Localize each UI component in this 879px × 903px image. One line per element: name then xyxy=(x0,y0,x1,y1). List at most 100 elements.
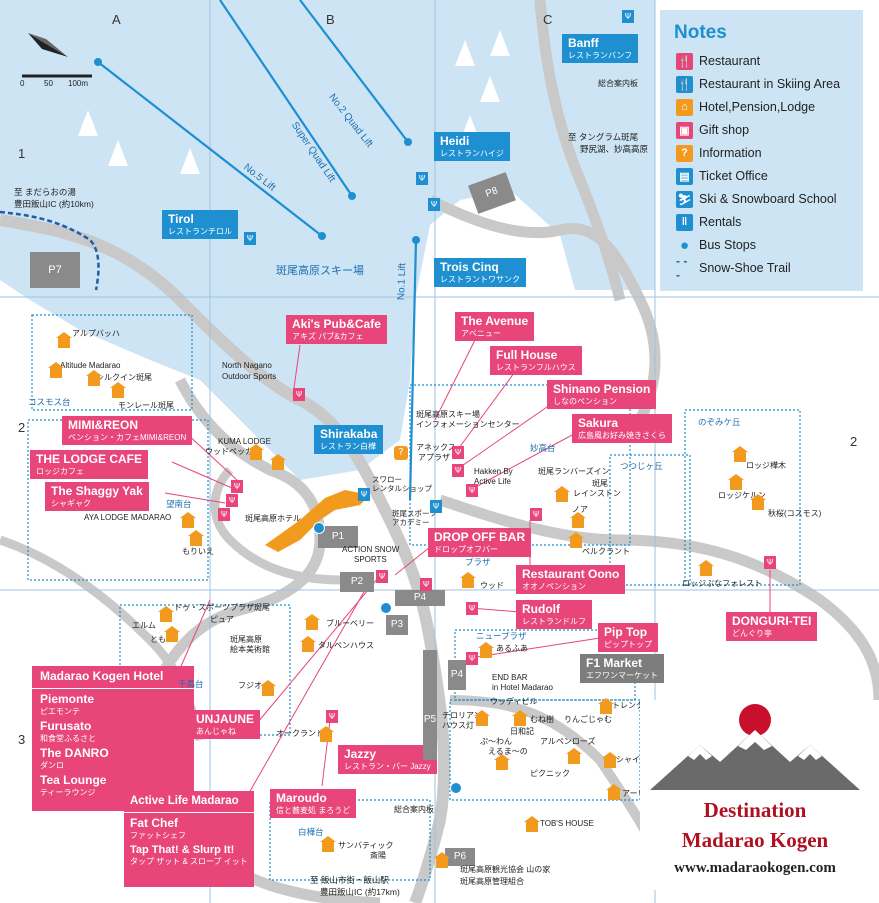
lodge-icon xyxy=(318,726,334,742)
road-south-east xyxy=(449,695,655,843)
restaurant-icon[interactable]: Ψ xyxy=(376,570,388,583)
trois-cinq-jp: レストラントワサンク xyxy=(440,274,520,284)
restaurant-icon[interactable]: Ψ xyxy=(420,578,432,591)
restaurant-icon[interactable]: Ψ xyxy=(226,494,238,507)
legend-bus: ●Bus Stops xyxy=(676,236,756,254)
legend-gift: ▣Gift shop xyxy=(676,121,749,139)
lodge-icon xyxy=(188,530,204,546)
mountain-logo-icon xyxy=(650,704,860,790)
ticket-icon: ▤ xyxy=(676,167,693,185)
cosmos-label: コスモス台 xyxy=(28,397,71,407)
alpbach-label: アルプバッハ xyxy=(72,329,120,338)
tsutsuji-label: つつじヶ丘 xyxy=(620,461,663,471)
parking-p6: P6 xyxy=(445,848,475,866)
lodge-icon xyxy=(110,382,126,398)
restaurant-label: レインストン xyxy=(573,489,621,498)
legend-label: Ticket Office xyxy=(699,169,768,183)
oono-name: Restaurant Oono xyxy=(522,567,620,581)
restaurant-icon[interactable]: Ψ xyxy=(466,484,478,497)
ski-restaurant-icon[interactable]: Ψ xyxy=(244,232,256,245)
grid-col-b: B xyxy=(326,12,335,27)
plaza-label: プラザ xyxy=(465,557,491,567)
restaurant-icon[interactable]: Ψ xyxy=(326,710,338,723)
restaurant-icon[interactable]: Ψ xyxy=(530,508,542,521)
restaurant-icon[interactable]: Ψ xyxy=(466,652,478,665)
lodge-icon xyxy=(270,454,286,470)
legend-trail: - - -Snow-Shoe Trail xyxy=(676,254,791,282)
brand-line-2: Madarao Kogen xyxy=(681,828,829,852)
legend-restaurant: 🍴 Restaurant xyxy=(676,52,760,70)
parking-p2: P2 xyxy=(340,572,374,592)
myoko-dai-label: 妙高台 xyxy=(530,443,556,453)
lodge-icon xyxy=(698,560,714,576)
compass-icon xyxy=(28,33,68,57)
ski-restaurant-icon[interactable]: Ψ xyxy=(416,172,428,185)
tirol-name: Tirol xyxy=(168,212,194,226)
shai-label: シャイ xyxy=(616,755,640,764)
legend-school: ⛷Ski & Snowboard School xyxy=(676,190,837,208)
ski-restaurant-icon[interactable]: Ψ xyxy=(430,500,442,513)
madarao-lodge-label: 斑尾 xyxy=(592,479,608,488)
ski-restaurant-icon[interactable]: Ψ xyxy=(358,488,370,501)
parking-p4: P4 xyxy=(395,590,445,606)
active-life-title: Active Life Madarao xyxy=(124,791,254,814)
ski-academy-label-2: アカデミー xyxy=(392,518,430,527)
restaurant-icon[interactable]: Ψ xyxy=(466,602,478,615)
restaurant-icon[interactable]: Ψ xyxy=(452,464,464,477)
hakken-label: Hakken By xyxy=(474,467,513,476)
trois-cinq-name: Trois Cinq xyxy=(440,260,499,274)
restaurant-icon[interactable]: Ψ xyxy=(452,446,464,459)
donguri-jp: どんぐり亭 xyxy=(732,628,772,638)
legend-lodge: ⌂Hotel,Pension,Lodge xyxy=(676,98,815,116)
ski-restaurant-icon[interactable]: Ψ xyxy=(622,10,634,23)
lodge-icon xyxy=(494,754,510,770)
lodge-cafe-name: THE LODGE CAFE xyxy=(36,452,143,466)
info-icon[interactable]: ? xyxy=(394,446,408,460)
restaurant-icon[interactable]: Ψ xyxy=(231,480,243,493)
parking-p4-east: P4 xyxy=(448,660,466,690)
legend-label: Restaurant xyxy=(699,54,761,68)
ski-restaurant-icon[interactable]: Ψ xyxy=(428,198,440,211)
legend-label: Snow-Shoe Trail xyxy=(699,261,791,275)
f1-market-name: F1 Market xyxy=(586,656,643,670)
shinano-jp: しなのペンション xyxy=(553,396,617,406)
heidi-jp: レストランハイジ xyxy=(440,148,504,158)
avenue-jp: アベニュー xyxy=(461,328,501,338)
restaurant-icon: 🍴 xyxy=(676,52,693,70)
udeeru-label: ウッディビル xyxy=(490,697,538,706)
road-north xyxy=(534,0,626,302)
info-board-bottom: 総合案内板 xyxy=(394,805,434,814)
restaurant-icon[interactable]: Ψ xyxy=(764,556,776,569)
ski-area-label: 斑尾高原スキー場 xyxy=(276,265,364,277)
shirakaba-jp: レストラン白樺 xyxy=(320,441,376,451)
road-east-loop xyxy=(438,494,879,701)
maroudo-jp: 信と蕎麦処 まろうど xyxy=(276,805,351,815)
restaurant-icon[interactable]: Ψ xyxy=(293,388,305,401)
brand-url[interactable]: www.madaraokogen.com xyxy=(674,860,836,876)
restaurant-icon[interactable]: Ψ xyxy=(218,508,230,521)
